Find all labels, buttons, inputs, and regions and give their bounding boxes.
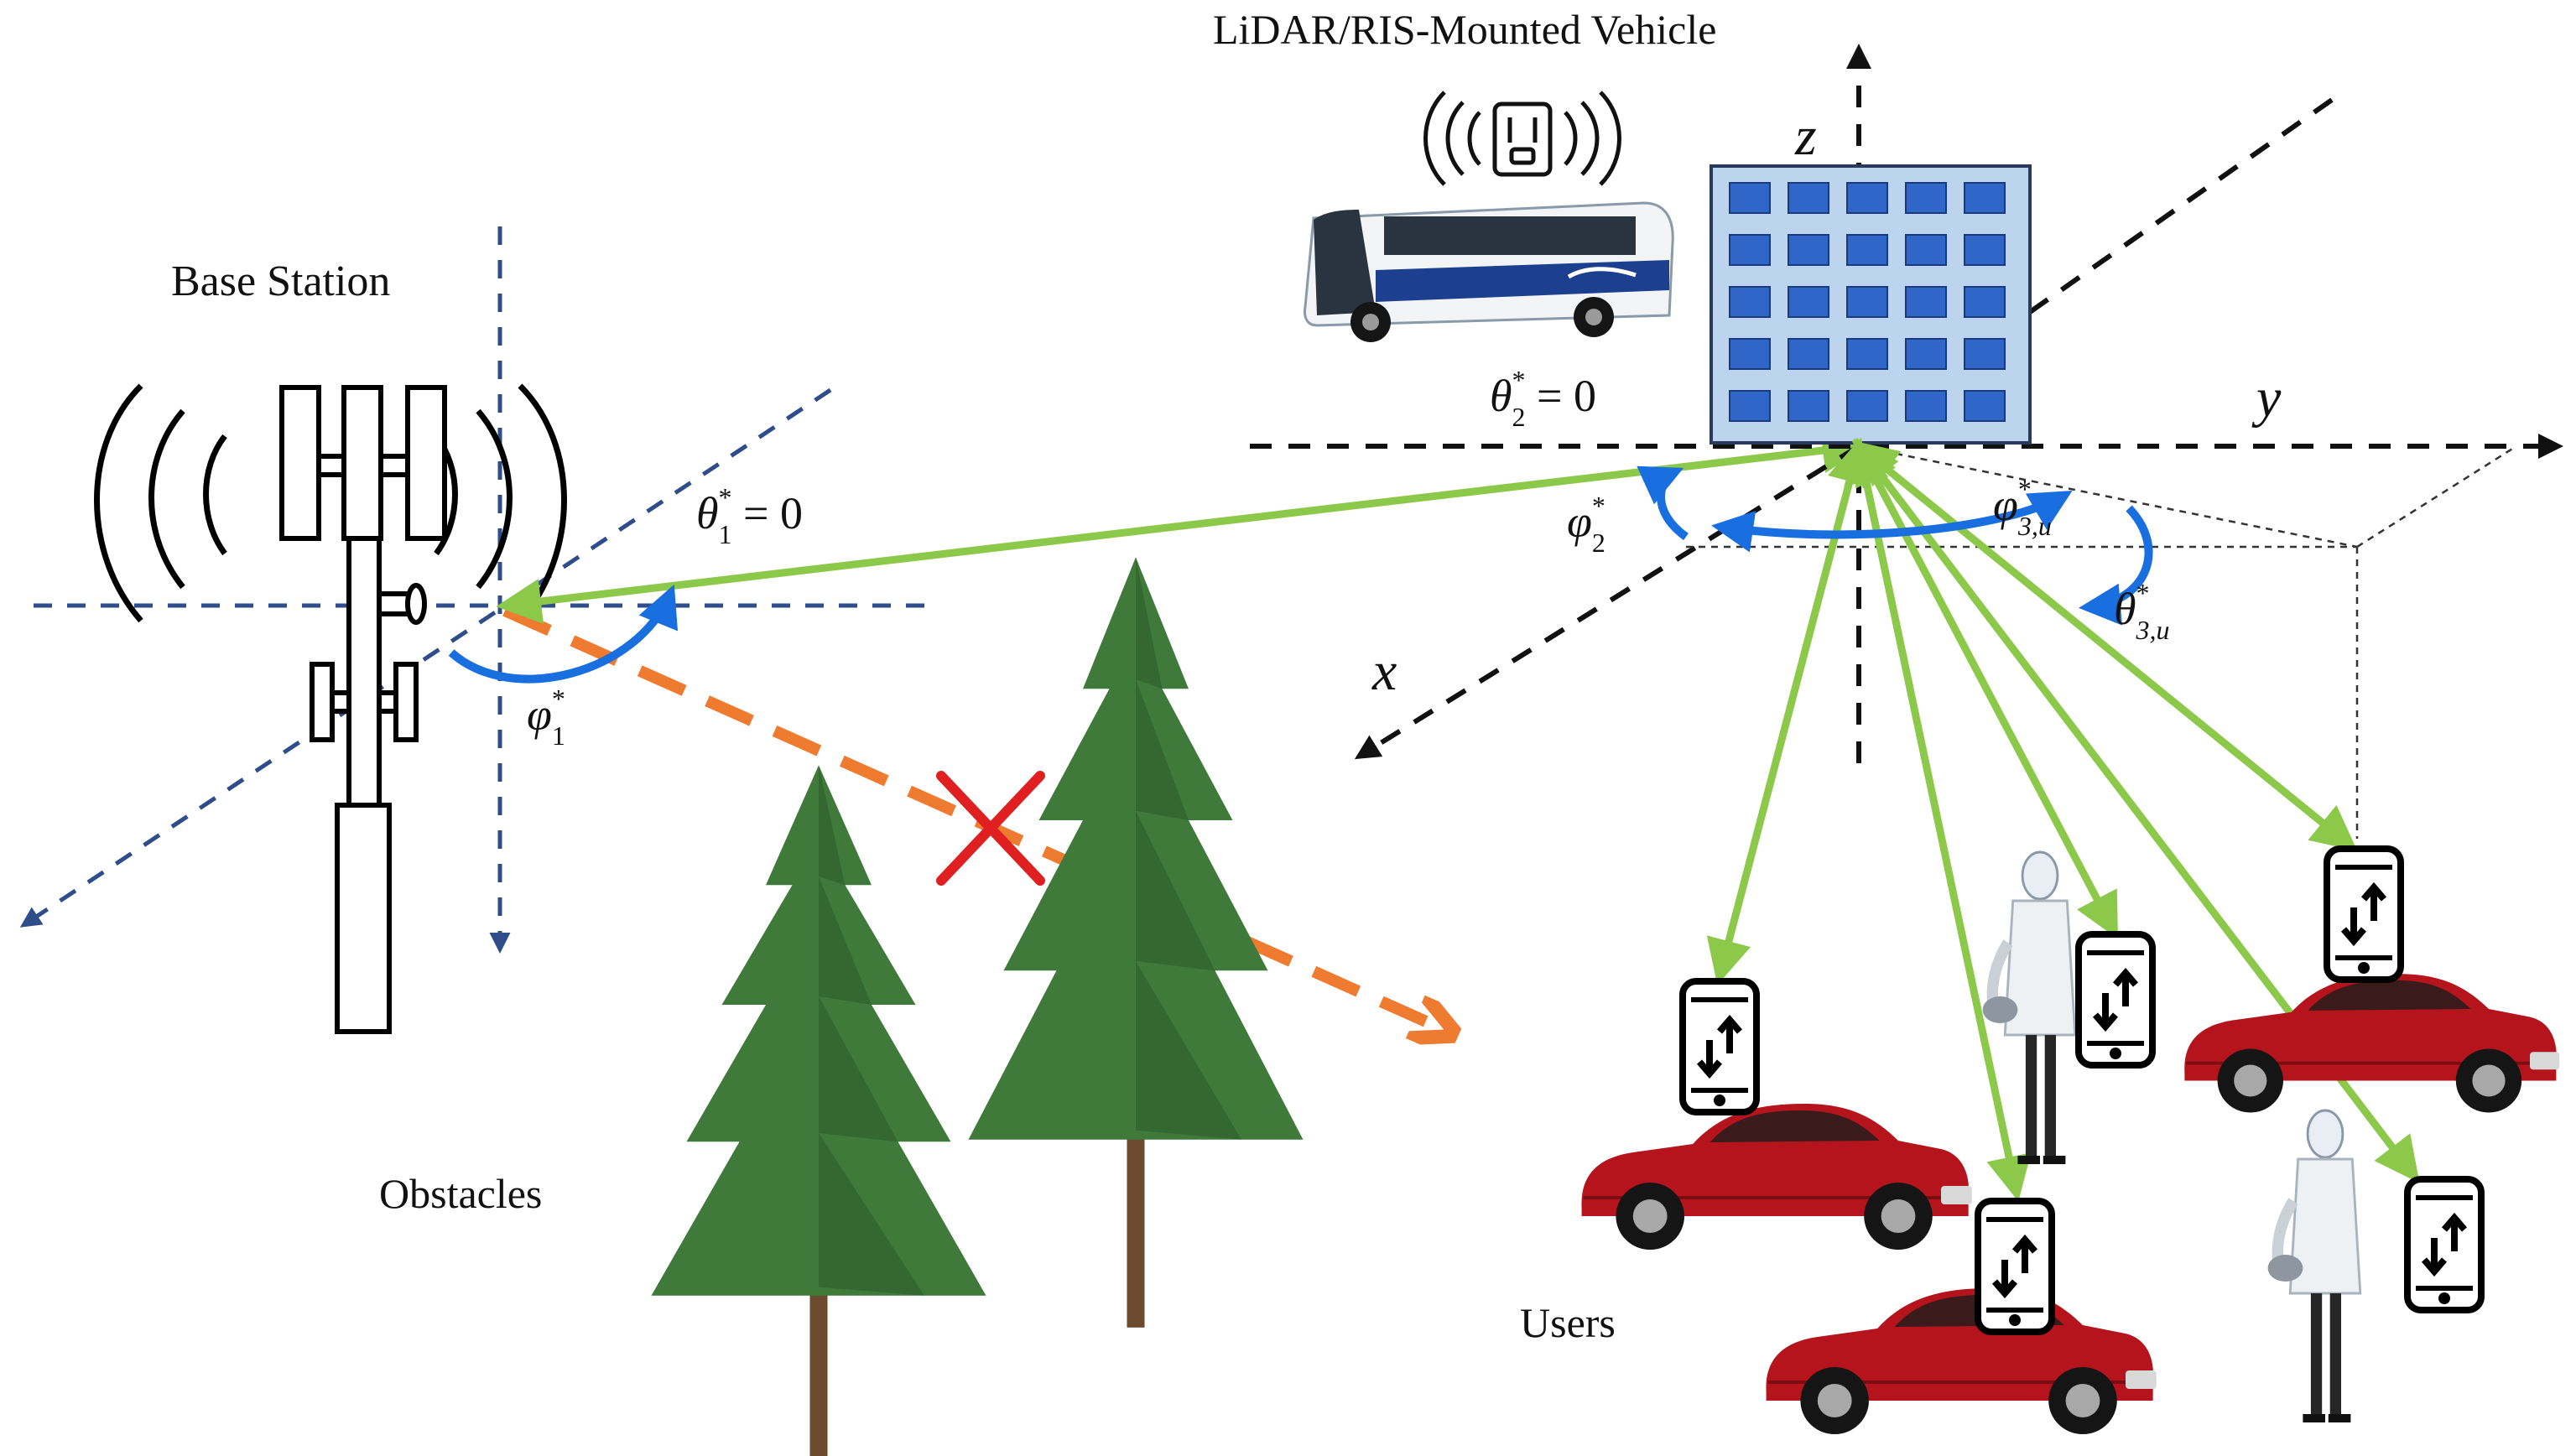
ris-element	[1905, 338, 1947, 370]
car-icon	[2183, 972, 2562, 1115]
ris-element	[1905, 182, 1947, 214]
phi2-arc	[1637, 465, 1689, 541]
axis-x-label: x	[1371, 641, 1397, 702]
person-icon	[2268, 1110, 2360, 1422]
theta2-label: θ*2 = 0	[1490, 365, 1596, 432]
bus-icon	[1304, 201, 1674, 342]
car-icon	[1581, 1104, 1971, 1250]
vehicle-label: LiDAR/RIS-Mounted Vehicle	[1213, 6, 1716, 53]
ris-element	[1788, 390, 1829, 422]
ris-element	[1846, 182, 1888, 214]
phi2-label: φ*2	[1567, 491, 1605, 558]
ris-element	[1964, 338, 2006, 370]
tree-icon	[651, 765, 986, 1456]
users-label: Users	[1520, 1299, 1616, 1346]
phone-icon	[2407, 1179, 2481, 1310]
ris-element	[1846, 234, 1888, 266]
phi1-arc	[448, 584, 678, 684]
ris-element	[1729, 390, 1771, 422]
cross-icon	[936, 771, 1045, 886]
base-station-label: Base Station	[171, 257, 390, 305]
phi2-phi3-arc	[1711, 490, 2073, 553]
ris-element	[1788, 338, 1829, 370]
ris-element	[1729, 286, 1771, 318]
theta1-label: θ*1 = 0	[696, 482, 803, 549]
ris-element	[1905, 390, 1947, 422]
ris-element	[1964, 286, 2006, 318]
car-icon	[1766, 1288, 2156, 1434]
ris-element	[1788, 182, 1829, 214]
ris-element	[1964, 390, 2006, 422]
ris-panel-icon	[1710, 164, 2032, 445]
ris-y-extension	[2028, 91, 2342, 315]
ris-element	[1729, 338, 1771, 370]
phi1-label: φ*1	[527, 684, 565, 751]
bs-diagonal-axis	[19, 387, 832, 928]
ris-element	[1905, 234, 1947, 266]
phone-icon	[2079, 934, 2152, 1065]
theta3u-label: θ*3,u	[2114, 578, 2170, 645]
ris-element	[1846, 390, 1888, 422]
ris-element	[1788, 234, 1829, 266]
theta3u-arc	[2079, 505, 2153, 626]
axis-z-label: z	[1794, 106, 1817, 167]
axis-y-label: y	[2251, 367, 2282, 429]
phone-icon	[2327, 849, 2401, 980]
ris-element	[1846, 338, 1888, 370]
ris-element	[1964, 182, 2006, 214]
base-station-icon	[94, 383, 567, 1034]
tree-icon	[968, 557, 1304, 1328]
phi3u-label: φ*3,u	[1993, 474, 2052, 541]
bs-ris-link	[496, 428, 1868, 624]
ris-element	[1729, 234, 1771, 266]
ris-element	[1964, 234, 2006, 266]
lidar-icon	[1423, 91, 1621, 186]
person-icon	[1983, 852, 2075, 1164]
ris-element	[1729, 182, 1771, 214]
ris-element	[1905, 286, 1947, 318]
obstacles-label: Obstacles	[379, 1170, 542, 1217]
phone-icon	[1978, 1201, 2052, 1332]
ris-element	[1846, 286, 1888, 318]
phone-icon	[1683, 981, 1756, 1112]
ris-element	[1788, 286, 1829, 318]
blocked-link	[502, 605, 1441, 1028]
